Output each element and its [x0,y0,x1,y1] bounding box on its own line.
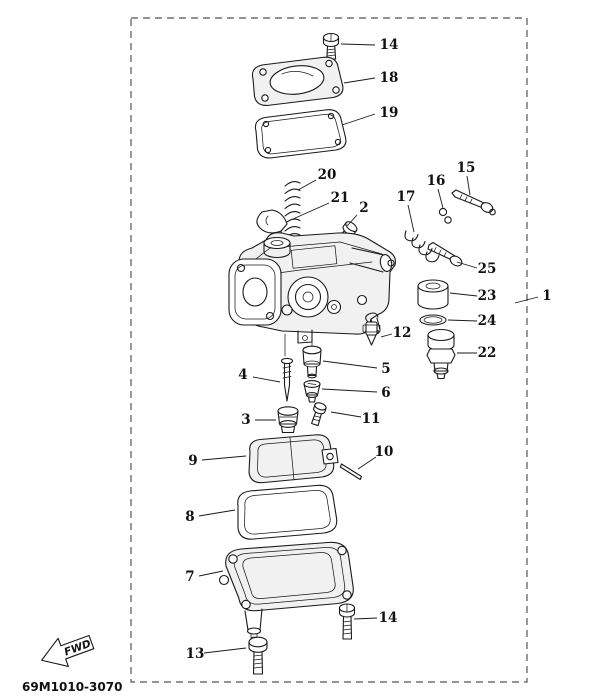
leader-line-24-12 [447,319,478,322]
callout-label-1-10: 1 [542,288,551,304]
part-cover-plate-18 [251,56,344,106]
callout-label-19-2: 19 [380,105,399,121]
diagram-code: 69M1010-3070 [22,680,122,694]
part-cylinder-23 [417,279,449,310]
exploded-view-drawing [218,32,496,675]
callout-label-12-14: 12 [393,325,412,341]
leader-line-7-23 [198,570,224,577]
callout-label-6-16: 6 [381,385,390,401]
part-screw-14-bottom [338,603,356,640]
callout-label-17-6: 17 [397,189,416,205]
leader-line-14-0 [340,43,376,46]
part-screw-14-top [322,32,340,60]
part-main-jet-6 [303,380,321,403]
leader-line-1-10 [514,296,539,304]
callout-label-24-12: 24 [478,313,497,329]
part-screw-25 [427,241,463,267]
leader-line-17-6 [407,204,415,233]
part-screw-11 [311,402,327,427]
part-plug-22 [426,328,456,380]
leader-line-14-24 [353,617,378,620]
fwd-arrow-icon: FWD [41,634,95,668]
fwd-label: FWD [63,638,93,659]
callout-label-18-1: 18 [380,70,399,86]
part-washers-16 [438,207,452,224]
leader-line-20-3 [297,179,317,191]
leader-line-18-1 [343,77,376,84]
part-float-pin-10 [339,463,363,481]
callout-label-13-25: 13 [186,646,205,662]
part-oring-24 [419,314,447,326]
callout-label-3-18: 3 [241,412,250,428]
leader-line-4-17 [252,376,281,383]
leader-line-15-8 [466,175,471,196]
part-main-nozzle-5 [302,345,322,379]
callout-label-21-4: 21 [331,190,350,206]
part-carburetor-body-1 [228,232,396,357]
leader-line-13-25 [203,647,247,654]
callout-label-4-17: 4 [238,367,247,383]
callout-label-2-5: 2 [359,200,368,216]
leader-line-25-9 [456,261,478,269]
callout-label-5-15: 5 [381,361,390,377]
callout-label-7-23: 7 [185,569,194,585]
part-gasket-19 [254,109,347,159]
callout-label-25-9: 25 [478,261,497,277]
callout-label-15-8: 15 [457,160,476,176]
part-spring-17 [404,230,440,263]
leader-line-16-7 [437,188,444,209]
callout-label-20-3: 20 [318,167,337,183]
leader-line-11-19 [330,411,362,418]
leader-line-6-16 [321,388,378,393]
part-spring-20 [284,180,301,239]
callout-label-11-19: 11 [362,411,381,427]
diagram-dashed-border [130,17,528,683]
leader-line-21-4 [292,202,330,220]
leader-line-19-2 [341,113,376,126]
callout-label-22-13: 22 [478,345,497,361]
leader-line-9-20 [201,455,247,461]
part-float-bowl-7 [218,541,354,641]
leader-line-8-22 [198,509,236,517]
callout-label-8-22: 8 [185,509,194,525]
callout-label-14-0: 14 [380,37,399,53]
leader-line-23-11 [449,292,478,297]
part-bowl-gasket-8 [237,484,338,540]
leader-line-12-14 [380,333,393,338]
callout-label-23-11: 23 [478,288,497,304]
callout-labels: 14 18 19 20 21 2 17 16 15 25 1 23 24 22 12 5 6 4 3 11 9 10 8 7 1… [185,37,551,662]
part-float-9 [248,434,339,484]
part-jet-3 [277,406,299,434]
callout-label-9-20: 9 [188,453,197,469]
leader-line-10-21 [357,456,377,470]
part-pilot-screw-15 [451,189,496,216]
part-drain-screw-13 [248,636,268,675]
leader-lines [198,43,539,654]
leader-line-5-15 [322,360,378,369]
part-needle-valve-12 [362,312,381,346]
callout-label-16-7: 16 [427,173,446,189]
callout-label-14-24: 14 [379,610,398,626]
part-needle-4 [280,357,294,402]
leader-line-2-5 [346,214,358,227]
callout-label-10-21: 10 [375,444,394,460]
